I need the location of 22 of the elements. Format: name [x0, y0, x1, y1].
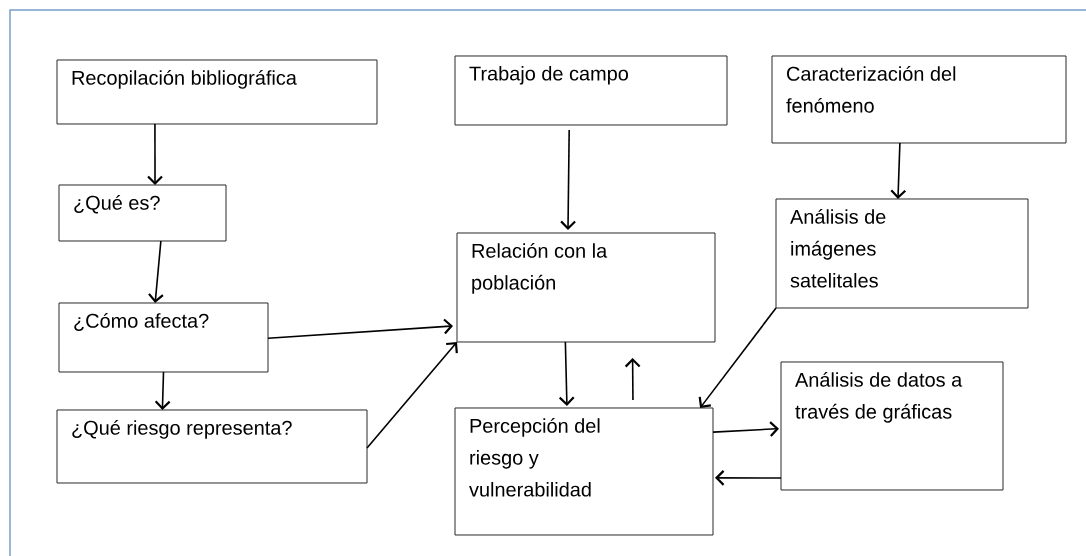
- process-box: ¿Qué es?: [58, 184, 227, 242]
- arrow: [624, 358, 641, 401]
- arrow: [267, 318, 453, 339]
- arrow: [715, 470, 782, 486]
- process-box: Recopilación bibliográfica: [56, 59, 378, 125]
- arrow: [154, 371, 171, 410]
- process-box: Análisis de datos a través de gráficas: [780, 361, 1004, 491]
- arrow: [148, 240, 164, 303]
- arrow: [712, 421, 779, 437]
- arrow: [890, 142, 906, 199]
- process-box: Trabajo de campo: [454, 55, 728, 126]
- process-box: Relación con la población: [456, 232, 716, 343]
- arrow: [698, 307, 777, 408]
- process-box: Análisis de imágenes satelitales: [775, 198, 1029, 309]
- process-box: ¿Qué riesgo representa?: [56, 409, 368, 484]
- arrow: [147, 123, 163, 185]
- process-box: Caracterización del fenómeno: [771, 55, 1067, 144]
- process-box: Percepción del riesgo y vulnerabilidad: [454, 407, 714, 536]
- arrow: [558, 341, 575, 406]
- process-box: ¿Cómo afecta?: [58, 302, 269, 373]
- arrow: [366, 342, 458, 449]
- arrow: [560, 129, 576, 230]
